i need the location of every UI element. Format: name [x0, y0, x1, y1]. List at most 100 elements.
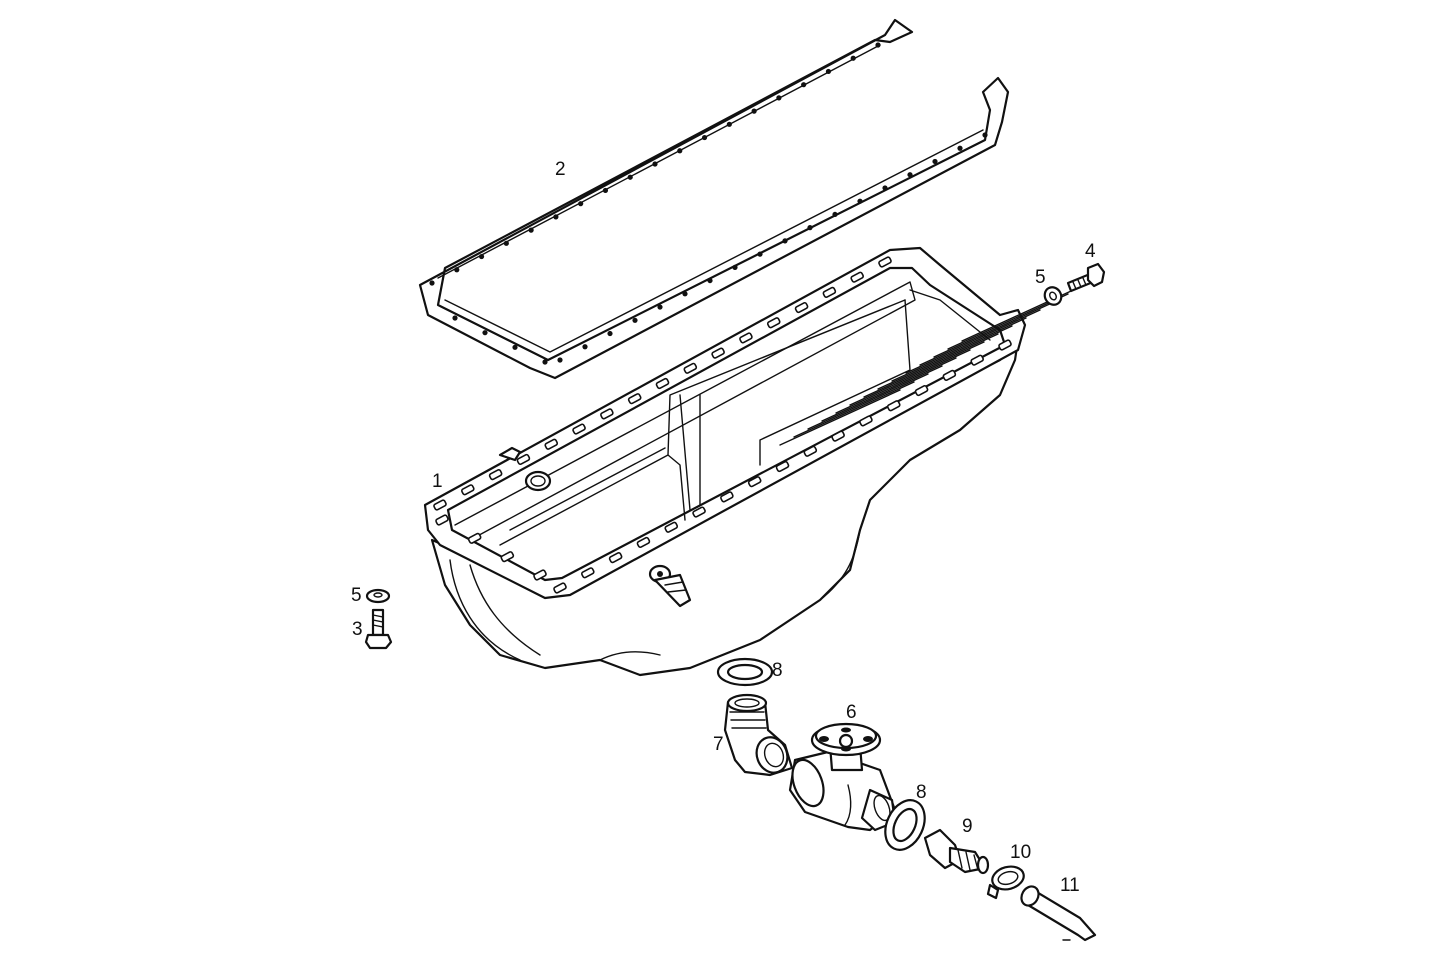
pan-flange-slot	[544, 438, 559, 450]
pan-baffle-rib	[919, 309, 1041, 366]
pan-flange-slot	[692, 506, 706, 518]
pan-flange-slot	[664, 521, 679, 533]
gasket-bolt-hole	[957, 145, 963, 151]
pan-flange-slot	[433, 499, 447, 511]
pan-baffle-rib	[779, 389, 901, 446]
gasket-bolt-hole	[801, 82, 807, 88]
pan-flange-slot	[627, 393, 642, 405]
pan-flange-slot	[942, 369, 957, 381]
elbow-fitting	[723, 693, 794, 777]
gasket-bolt-hole	[657, 304, 663, 310]
callout-washer-right: 5	[1035, 267, 1046, 288]
seal-ring-lower	[884, 799, 926, 851]
pan-flange-slot	[500, 551, 515, 563]
pan-flange-slot	[878, 256, 892, 268]
gasket-bolt-hole	[652, 161, 658, 167]
pan-flange-slot	[608, 552, 623, 564]
gasket-bolt-hole	[932, 158, 938, 165]
pan-baffle-rib	[905, 317, 1027, 374]
washer-left	[365, 588, 391, 604]
gasket-bolt-hole	[454, 267, 460, 273]
gasket-bolt-hole	[701, 134, 708, 141]
gasket-bolt-hole	[512, 344, 518, 350]
bolt-left	[364, 608, 393, 650]
gasket-bolt-hole	[757, 251, 763, 257]
callout-drain-valve: 6	[846, 702, 857, 723]
gasket-bolt-hole	[882, 185, 888, 191]
gasket-bolt-hole	[582, 344, 588, 350]
washer-right	[1043, 286, 1063, 306]
callout-seal-ring-lower: 8	[916, 782, 927, 803]
gasket-bolt-hole	[602, 187, 609, 194]
callout-hose-clamp: 10	[1010, 842, 1031, 863]
callout-washer-left: 5	[351, 585, 362, 606]
gasket-bolt-hole	[782, 238, 788, 244]
pan-flange-slot	[739, 332, 753, 344]
gasket-bolt-hole	[751, 108, 757, 114]
pan-flange-slot	[461, 484, 475, 496]
pan-flange-slot	[683, 362, 698, 374]
pan-baffle-rib	[849, 349, 971, 406]
pan-flange-slot	[859, 415, 873, 427]
pan-flange-slot	[467, 532, 482, 544]
pan-flange-slot	[572, 423, 586, 435]
pan-baffle-rib	[877, 333, 999, 390]
pan-flange-slot	[600, 408, 614, 420]
pan-flange-slot	[581, 567, 595, 579]
pan-flange-slot	[822, 286, 837, 298]
pan-baffle-rib	[835, 357, 957, 414]
gasket-bolt-hole	[627, 174, 633, 180]
gasket-bolt-hole	[677, 148, 683, 154]
pan-flange-slot	[914, 385, 929, 397]
pan-flange-slot	[655, 377, 670, 390]
callout-seal-ring-upper: 8	[772, 660, 783, 681]
gasket-bolt-hole	[732, 264, 738, 270]
gasket	[418, 18, 1010, 380]
gasket-bolt-hole	[557, 357, 563, 363]
pan-flange-slot	[886, 400, 901, 412]
pan-flange-slot	[516, 453, 531, 465]
side-fitting	[648, 564, 692, 608]
gasket-bolt-hole	[429, 280, 435, 286]
gasket-bolt-hole	[553, 214, 559, 220]
gasket-bolt-hole	[807, 225, 813, 231]
gasket-bolt-hole	[478, 253, 485, 260]
pan-flange-slot	[775, 460, 790, 473]
gasket-bolt-hole	[578, 201, 584, 207]
pan-flange-slot	[747, 476, 762, 488]
gasket-bolt-hole	[776, 95, 782, 101]
pan-flange-slot	[711, 347, 725, 359]
gasket-bolt-hole	[907, 172, 913, 178]
gasket-bolt-hole	[528, 227, 534, 233]
hose	[1020, 885, 1097, 942]
pan-flange-slot	[553, 582, 567, 594]
gasket-bolt-hole	[632, 317, 638, 323]
pan-flange-slot	[720, 491, 734, 503]
oil-pan	[423, 246, 1083, 677]
pan-flange-slot	[488, 469, 503, 481]
pan-flange-slot	[636, 536, 651, 548]
gasket-bolt-hole	[850, 55, 856, 61]
pan-flange-slot	[435, 514, 449, 526]
gasket-bolt-hole	[825, 68, 832, 75]
bolt-right	[1066, 262, 1106, 293]
gasket-bolt-hole	[452, 315, 458, 321]
callout-gasket: 2	[555, 159, 566, 180]
gasket-bolt-hole	[875, 42, 881, 48]
gasket-bolt-hole	[482, 330, 488, 336]
pan-baffle-rib	[807, 373, 929, 430]
pan-flange-slot	[533, 569, 547, 581]
gasket-bolt-hole	[682, 291, 688, 297]
callout-bolt-right: 4	[1085, 241, 1096, 262]
pan-baffle-rib	[793, 381, 915, 438]
gasket-bolt-hole	[707, 277, 713, 284]
gasket-bolt-hole	[832, 211, 838, 218]
gasket-bolt-hole	[503, 240, 509, 246]
callout-hose: 11	[1060, 875, 1080, 896]
gasket-bolt-hole	[726, 121, 732, 127]
pan-baffle-rib	[891, 325, 1013, 382]
pan-baffle-rib	[863, 341, 985, 398]
callout-oil-pan: 1	[432, 471, 443, 492]
pan-flange-slot	[766, 317, 781, 329]
